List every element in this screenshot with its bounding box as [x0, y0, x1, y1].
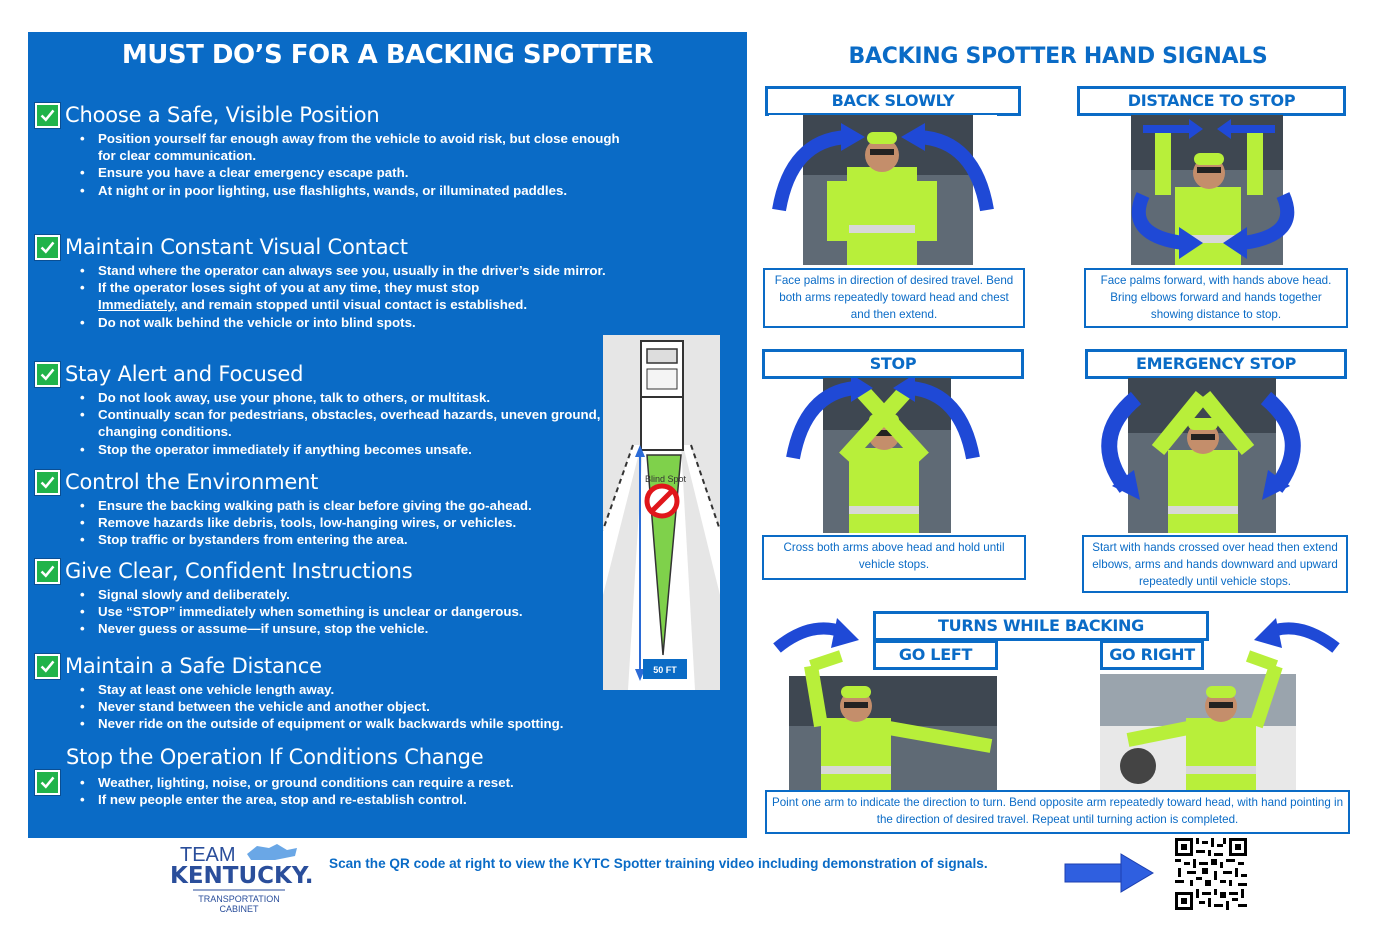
bullet-text: and remain stopped until visual contact … — [177, 297, 528, 313]
logo-line1: TEAM — [180, 844, 236, 866]
go-left-photo — [771, 616, 999, 790]
signal-label-distance-to-stop: DISTANCE TO STOP — [1077, 86, 1346, 116]
bullet: Do not look away, use your phone, talk t… — [80, 389, 624, 406]
bullet: Signal slowly and deliberately. — [80, 586, 624, 603]
caption-emergency-stop: Start with hands crossed over head then … — [1082, 535, 1348, 593]
distance-to-stop-photo — [1123, 115, 1303, 265]
bullet: If new people enter the area, stop and r… — [80, 791, 654, 808]
panel-title: MUST DO’S FOR A BACKING SPOTTER — [121, 40, 654, 70]
section-title: Choose a Safe, Visible Position — [65, 103, 380, 127]
hand-signals-title: BACKING SPOTTER HAND SIGNALS — [848, 44, 1268, 69]
right-arrow-icon — [1063, 852, 1155, 899]
check-icon — [34, 769, 61, 796]
section-title: Maintain Constant Visual Contact — [65, 235, 408, 259]
truck-icon — [640, 340, 684, 451]
bullet: Use “STOP” immediately when something is… — [80, 603, 624, 620]
caption-turns: Point one arm to indicate the direction … — [765, 790, 1350, 834]
distance-label: 50 FT — [653, 665, 677, 675]
check-icon — [34, 233, 61, 261]
logo-line4: CABINET — [219, 904, 259, 914]
go-right-photo — [1100, 616, 1342, 790]
bullet-text: If the operator loses sight of you at an… — [98, 280, 480, 296]
back-slowly-photo — [769, 115, 997, 265]
blind-spot-label: Blind Spot — [645, 474, 687, 484]
footer-qr-instructions: Scan the QR code at right to view the KY… — [329, 856, 988, 871]
bullet: Never guess or assume—if unsure, stop th… — [80, 620, 624, 637]
bullet: Ensure you have a clear emergency escape… — [80, 164, 624, 181]
bullet: Ensure the backing walking path is clear… — [80, 497, 624, 514]
kentucky-map-icon — [247, 844, 297, 860]
check-icon — [34, 652, 61, 680]
section-safe-position: Choose a Safe, Visible Position Position… — [34, 101, 624, 199]
bullet: If the operator loses sight of you at an… — [80, 279, 624, 313]
bullet: Weather, lighting, noise, or ground cond… — [80, 774, 654, 791]
bullet: Stop the operator immediately if anythin… — [80, 441, 624, 458]
signal-label-go-right: GO RIGHT — [1100, 640, 1204, 670]
blind-spot-diagram: Blind Spot 50 FT — [602, 335, 721, 690]
signal-label-emergency-stop: EMERGENCY STOP — [1085, 349, 1347, 379]
check-icon — [34, 557, 61, 585]
bullet: Stay at least one vehicle length away. — [80, 681, 634, 698]
section-title: Control the Environment — [65, 470, 319, 494]
qr-code[interactable] — [1175, 838, 1247, 910]
section-visual-contact: Maintain Constant Visual Contact Stand w… — [34, 233, 624, 331]
stop-photo — [785, 378, 981, 533]
section-title: Maintain a Safe Distance — [65, 654, 322, 678]
signal-label-turns: TURNS WHILE BACKING — [873, 611, 1209, 641]
bullet: Remove hazards like debris, tools, low-h… — [80, 514, 624, 531]
section-title: Give Clear, Confident Instructions — [65, 559, 413, 583]
spotter-must-dos-panel: MUST DO’S FOR A BACKING SPOTTER Choose a… — [28, 32, 747, 838]
no-entry-icon — [644, 483, 680, 519]
caption-stop: Cross both arms above head and hold unti… — [762, 535, 1026, 580]
caption-back-slowly: Face palms in direction of desired trave… — [763, 268, 1025, 328]
bullet: Do not walk behind the vehicle or into b… — [80, 314, 624, 331]
signal-label-back-slowly: BACK SLOWLY — [765, 86, 1021, 116]
check-icon — [34, 101, 61, 129]
section-stop-operation: Stop the Operation If Conditions Change … — [34, 743, 654, 809]
signal-label-stop: STOP — [762, 349, 1024, 379]
section-title: Stop the Operation If Conditions Change — [66, 745, 484, 769]
bullet: At night or in poor lighting, use flashl… — [80, 182, 624, 199]
bullet: Never stand between the vehicle and anot… — [80, 698, 634, 715]
team-kentucky-logo: TEAM KENTUCKY. TRANSPORTATION CABINET — [165, 840, 313, 916]
section-clear-instructions: Give Clear, Confident Instructions Signa… — [34, 557, 624, 638]
bullet: Stop traffic or bystanders from entering… — [80, 531, 624, 548]
bullet: Stand where the operator can always see … — [80, 262, 624, 279]
emergency-stop-photo — [1096, 378, 1306, 533]
bullet: Continually scan for pedestrians, obstac… — [80, 406, 624, 440]
section-title: Stay Alert and Focused — [65, 362, 304, 386]
section-control-environment: Control the Environment Ensure the backi… — [34, 468, 624, 549]
bullet: Position yourself far enough away from t… — [80, 130, 624, 164]
section-alert-focused: Stay Alert and Focused Do not look away,… — [34, 360, 624, 458]
check-icon — [34, 360, 61, 388]
emphasis-text: Immediately, — [98, 297, 178, 313]
logo-line2: KENTUCKY. — [170, 863, 313, 889]
section-safe-distance: Maintain a Safe Distance Stay at least o… — [34, 652, 634, 733]
caption-distance-to-stop: Face palms forward, with hands above hea… — [1084, 268, 1348, 328]
logo-line3: TRANSPORTATION — [198, 894, 280, 904]
signal-label-go-left: GO LEFT — [873, 640, 998, 670]
check-icon — [34, 468, 61, 496]
bullet: Never ride on the outside of equipment o… — [80, 715, 634, 732]
